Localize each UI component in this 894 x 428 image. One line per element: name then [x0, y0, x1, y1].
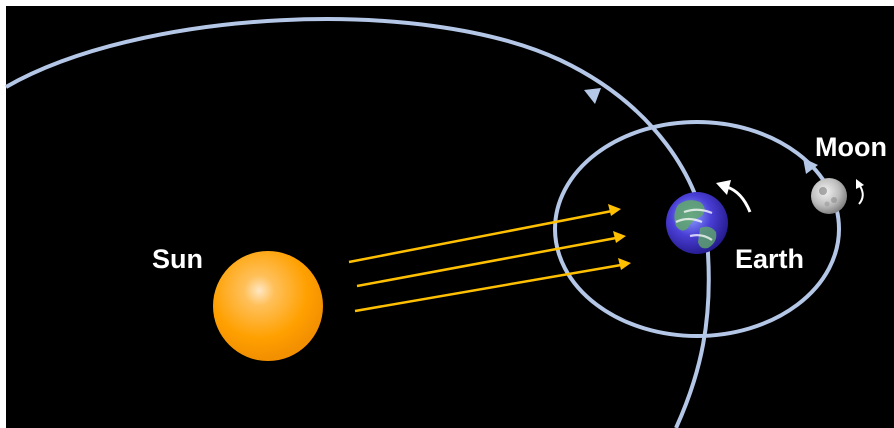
- moon-rotation-arrow: [858, 185, 864, 205]
- sunlight-arrow-2-head: [613, 231, 626, 243]
- sunlight-arrows: [348, 204, 631, 313]
- moon-icon: [811, 178, 847, 214]
- sun-label: Sun: [152, 244, 203, 274]
- earth-rotation-arrow: [726, 185, 752, 213]
- moon-orbit-direction-arrow: [803, 158, 818, 174]
- earth-icon: [666, 192, 728, 254]
- sunlight-arrow-1-head: [608, 204, 621, 216]
- sun-icon: [213, 251, 323, 361]
- moon-orbit-path: [553, 120, 841, 338]
- space-background: [6, 6, 894, 428]
- earth-orbit-path: [5, 17, 711, 428]
- earth-orbit-direction-arrow: [584, 88, 601, 104]
- moon-label: Moon: [815, 132, 887, 162]
- sunlight-arrow-2: [356, 236, 617, 288]
- sunlight-arrow-3: [354, 263, 622, 313]
- sunlight-arrow-3-head: [618, 258, 631, 270]
- moon-rotation-arrow-head: [856, 179, 864, 189]
- sunlight-arrow-1: [348, 209, 613, 264]
- earth-rotation-arrow-head: [716, 180, 731, 195]
- earth-label: Earth: [735, 244, 804, 274]
